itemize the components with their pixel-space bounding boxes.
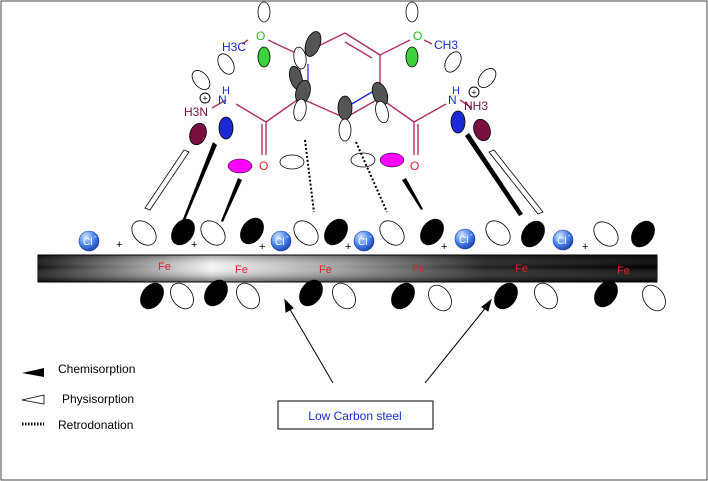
ring-p-orbitals	[289, 31, 389, 121]
substrate-label-box	[277, 400, 434, 430]
svg-text:-: -	[470, 230, 473, 239]
fe-atom-label-5: Fe	[515, 263, 528, 275]
arrow-left-head	[284, 298, 294, 313]
svg-text:Cl: Cl	[459, 235, 468, 246]
legend-physisorption-label: Physisorption	[62, 392, 134, 406]
arrow-left	[287, 305, 334, 384]
chloride-ion: Cl -	[353, 230, 375, 252]
svg-text:Cl: Cl	[275, 237, 284, 248]
legend-physisorption-icon	[21, 394, 45, 405]
surface-plus-1: +	[116, 239, 122, 251]
nh-left-n: N	[218, 93, 227, 107]
nh-right-h: H	[452, 85, 460, 97]
ammonium-right-label: NH3	[464, 99, 488, 113]
ammonium-left-lobe	[189, 122, 207, 146]
svg-text:Cl: Cl	[358, 237, 367, 248]
ring-p-orbitals-white	[293, 46, 389, 142]
steel-surface-shading	[38, 255, 657, 282]
surface-plus-3: +	[259, 241, 265, 253]
methoxy-left-oxygen: O	[256, 29, 265, 43]
methoxy-right-label: CH3	[434, 38, 458, 52]
retrodonation-lines	[304, 139, 388, 213]
fe-atom-label-4: Fe	[412, 263, 425, 275]
bottom-surface-lobes	[140, 279, 666, 312]
arrow-right	[424, 305, 488, 384]
svg-text:-: -	[286, 232, 289, 241]
nh-left-lone-pair	[218, 116, 234, 140]
carbonyl-right-lobe	[379, 152, 405, 168]
fe-atom-label-2: Fe	[235, 264, 248, 276]
nh-left-h: H	[222, 85, 230, 97]
physisorption-wedges	[144, 149, 544, 215]
carbonyl-left-oxygen: O	[259, 159, 268, 173]
ammonium-left-label: H3N	[184, 105, 208, 119]
surface-plus-4: +	[345, 241, 351, 253]
arrow-right-head	[481, 298, 492, 312]
chloride-ion: Cl -	[552, 229, 574, 251]
legend-chemisorption-label: Chemisorption	[58, 362, 135, 376]
svg-text:Cl: Cl	[83, 237, 92, 248]
methoxy-left-label: H3C	[222, 40, 246, 54]
substrate-label: Low Carbon steel	[308, 409, 401, 423]
molecule: H3C O O CH3 O O H N H3N + H N NH3 +	[144, 1, 544, 225]
ammonium-left-charge: +	[202, 94, 207, 104]
chloride-ion: Cl -	[78, 230, 100, 252]
fe-atom-label-1: Fe	[158, 261, 171, 273]
surface-adsorbates: + + + + + + Cl - Cl - Cl - C	[37, 217, 666, 312]
methoxy-left-lobe-top	[257, 1, 271, 23]
svg-text:-: -	[568, 231, 571, 240]
fe-atom-label-3: Fe	[319, 264, 332, 276]
carbonyl-left-lobe	[227, 158, 253, 174]
nh-right-lone-pair	[450, 110, 466, 134]
surface-plus-5: +	[441, 241, 447, 253]
nh-right-n: N	[448, 93, 457, 107]
methoxy-right-oxygen: O	[413, 29, 422, 43]
chloride-ions: Cl - Cl - Cl - Cl - Cl -	[78, 228, 574, 252]
ammonium-right-charge-circle	[468, 86, 480, 98]
methoxy-left-lobe-bottom	[257, 46, 271, 68]
ammonium-right-lobe	[473, 118, 491, 142]
svg-text:-: -	[369, 232, 372, 241]
upper-lone-pair-lobes	[191, 51, 497, 170]
top-surface-lobes	[131, 217, 655, 248]
substrate-arrows	[284, 298, 492, 384]
legend-chemisorption-icon	[22, 368, 44, 377]
ammonium-left-charge-circle	[199, 92, 211, 104]
chloride-ion: Cl -	[270, 230, 292, 252]
fe-atom-label-6: Fe	[617, 265, 630, 277]
svg-text:Cl: Cl	[557, 236, 566, 247]
methoxy-right-lobe-top	[405, 1, 419, 23]
surface-plus-2: +	[191, 239, 197, 251]
legend-retrodonation-label: Retrodonation	[58, 418, 133, 432]
ammonium-right-charge: +	[471, 88, 476, 98]
chloride-ion: Cl -	[454, 228, 476, 250]
legend: Chemisorption Physisorption Retrodonatio…	[21, 362, 135, 432]
svg-text:-: -	[94, 232, 97, 241]
chemisorption-wedges	[181, 133, 523, 225]
methoxy-right-lobe-bottom	[405, 46, 419, 68]
surface-plus-6: +	[582, 241, 588, 253]
carbonyl-right-oxygen: O	[410, 159, 419, 173]
